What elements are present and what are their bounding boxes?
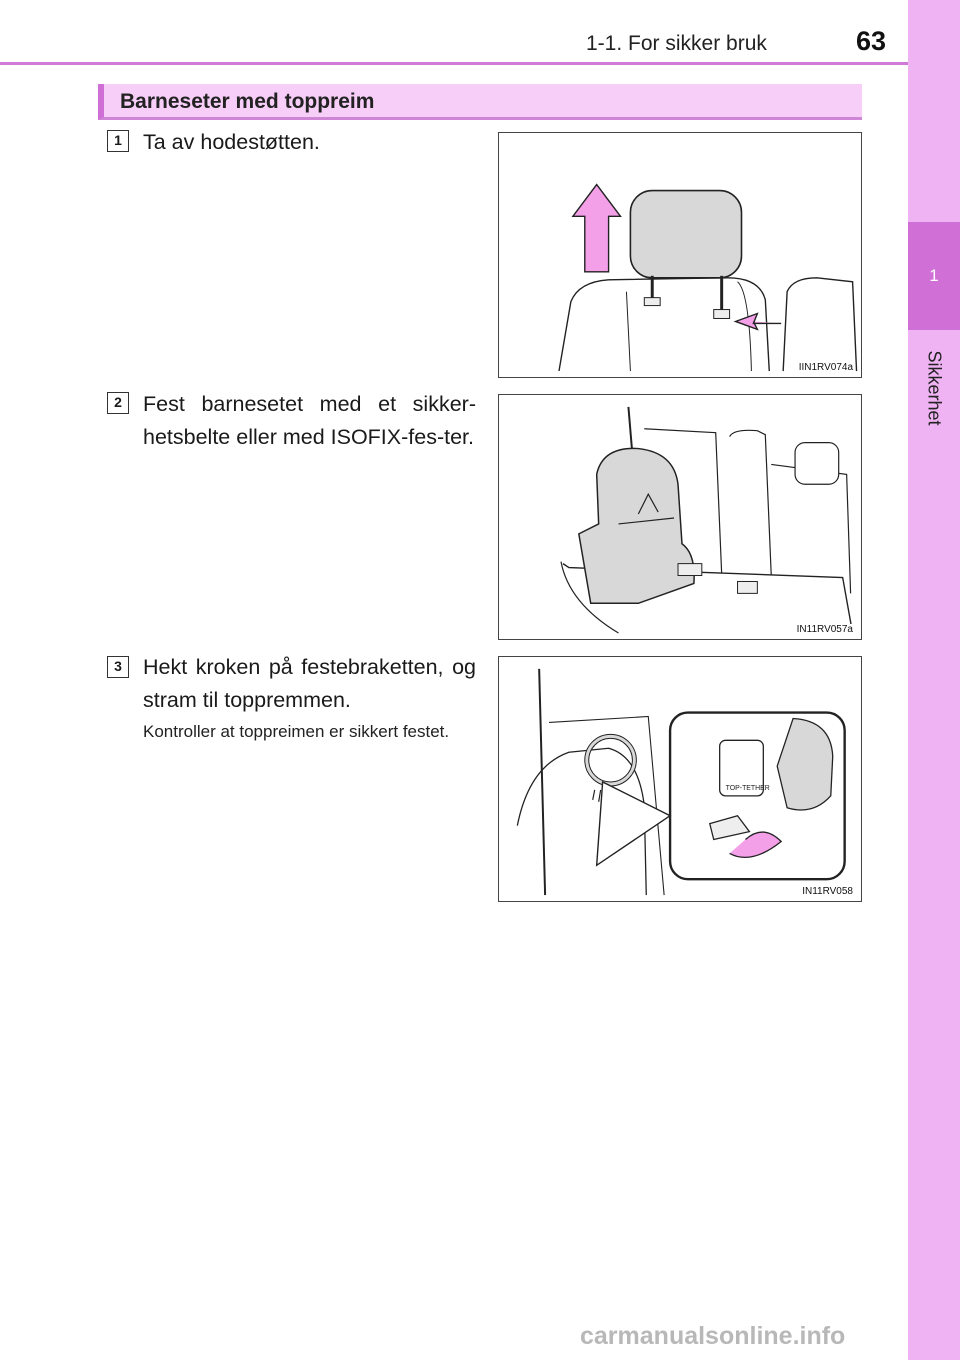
headrest-illustration — [558, 183, 858, 372]
step-text-2: Fest barnesetet med et sikker-hetsbelte … — [143, 392, 476, 449]
figure-attach-top-tether: TOP-TETHER IN11RV058 — [498, 656, 862, 902]
top-tether-label: TOP-TETHER — [726, 785, 770, 792]
running-header: 1-1. For sikker bruk — [586, 32, 767, 55]
chapter-number: 1 — [929, 266, 939, 285]
figure-code: IIN1RV074a — [796, 362, 855, 373]
page-number: 63 — [856, 26, 887, 56]
section-title: Barneseter med toppreim — [120, 90, 375, 113]
section-heading-bar: Barneseter med toppreim — [98, 84, 862, 120]
step-text-1: Ta av hodestøtten. — [143, 130, 320, 154]
top-tether-illustration: TOP-TETHER — [516, 668, 846, 896]
figure-code: IN11RV057a — [794, 624, 855, 635]
chapter-title: Sikkerhet — [924, 350, 945, 426]
child-seat-illustration — [560, 406, 854, 634]
watermark: carmanualsonline.info — [580, 1322, 846, 1350]
header-rule — [0, 62, 908, 65]
figure-code: IN11RV058 — [800, 886, 855, 897]
step-number-3: 3 — [107, 656, 129, 678]
step-number-1: 1 — [107, 130, 129, 152]
step-note-3: Kontroller at toppreimen er sikkert fest… — [143, 722, 450, 741]
step-number-2: 2 — [107, 392, 129, 414]
chapter-tab-marker — [908, 222, 960, 330]
figure-install-child-seat: IN11RV057a — [498, 394, 862, 640]
figure-remove-headrest: IIN1RV074a — [498, 132, 862, 378]
step-text-3: Hekt kroken på festebraketten, og stram … — [143, 655, 476, 712]
chapter-tab-strip — [908, 0, 960, 1360]
